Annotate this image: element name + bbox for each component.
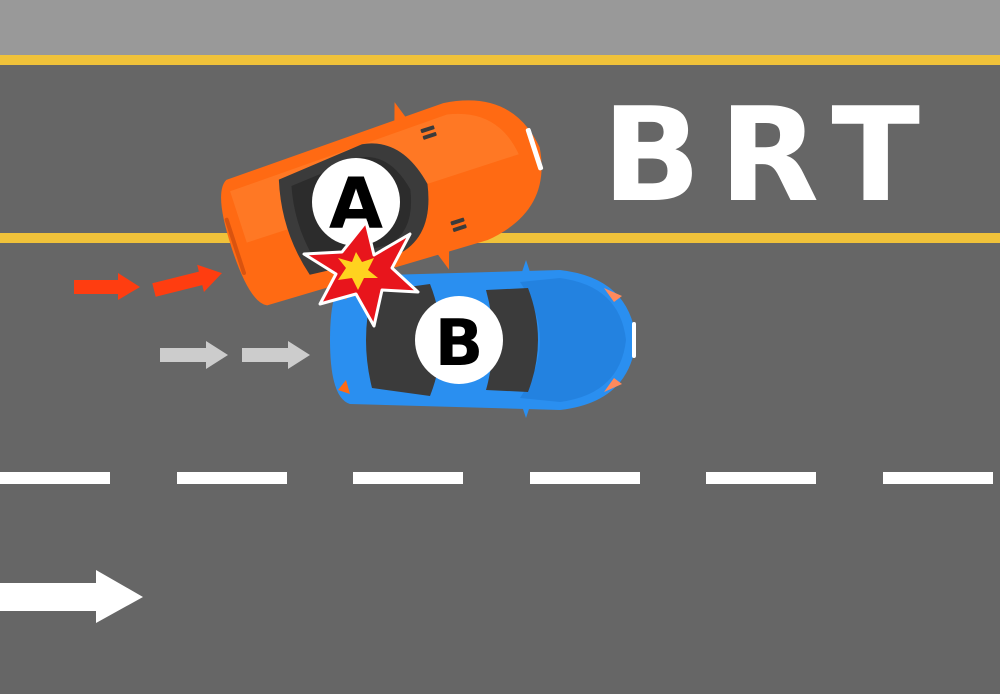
curb: [0, 0, 1000, 55]
car-a-label-badge: A: [312, 158, 400, 246]
brt-lane-label: BRT: [602, 79, 938, 231]
yellow-line-brt-divider: [0, 233, 1000, 243]
car-b-path-arrows: [160, 341, 310, 369]
arrow-right-icon: [0, 570, 143, 623]
yellow-line-top: [0, 55, 1000, 65]
impact-star-icon: [302, 220, 420, 328]
dashed-lane-line: [0, 472, 993, 484]
car-b-label-badge: B: [415, 296, 503, 384]
car-b-label: B: [435, 307, 484, 381]
car-a-label: A: [329, 163, 383, 245]
car-a-path-arrows: [74, 264, 222, 300]
